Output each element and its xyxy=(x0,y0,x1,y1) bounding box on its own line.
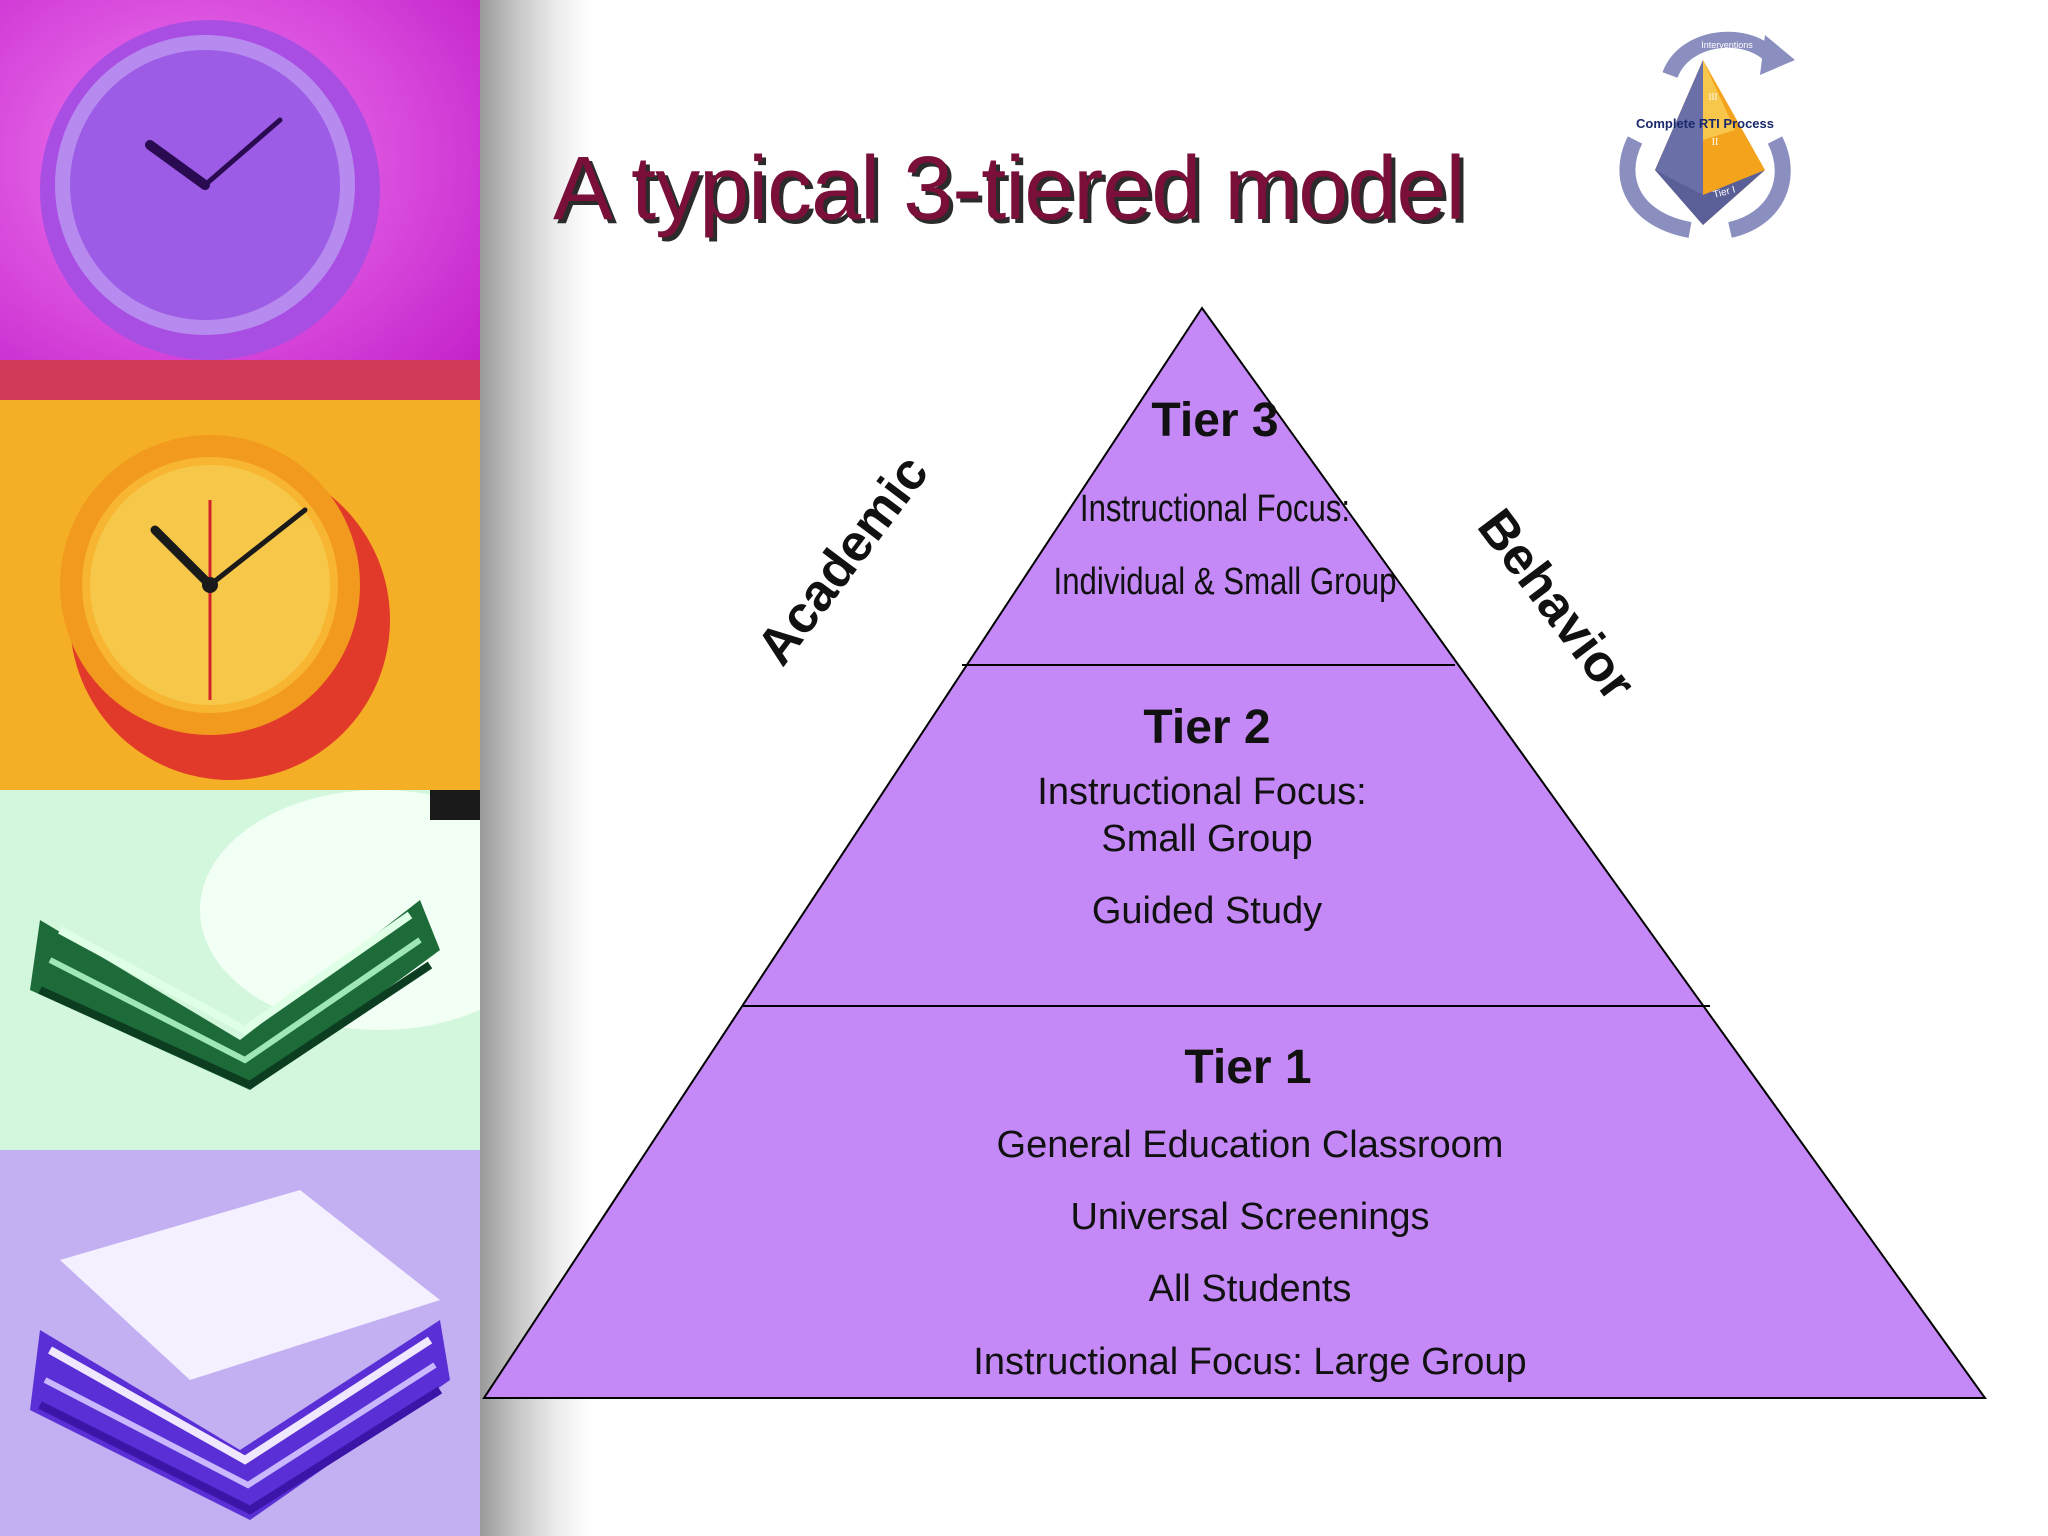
purple-clock-photo xyxy=(0,0,480,400)
tier2-title: Tier 2 xyxy=(1143,701,1271,754)
orange-clock-photo xyxy=(0,400,480,790)
green-books-photo xyxy=(0,790,480,1150)
svg-text:III: III xyxy=(1709,92,1718,102)
pyramid-shape xyxy=(482,306,1987,1399)
tier3-title: Tier 3 xyxy=(1151,394,1279,447)
tier2-line-3: Guided Study xyxy=(1091,890,1323,932)
slide-title: A typical 3-tiered model xyxy=(553,139,1465,239)
tier1-line-1: General Education Classroom xyxy=(996,1124,1504,1166)
tier2-line-1: Instructional Focus: xyxy=(1037,771,1367,813)
tier1-title: Tier 1 xyxy=(1184,1041,1312,1094)
violet-books-photo xyxy=(0,1150,480,1536)
tier3-line-2: Individual & Small Group xyxy=(1053,561,1397,603)
tier3-line-1: Instructional Focus: xyxy=(1079,488,1351,530)
tier1-line-2: Universal Screenings xyxy=(1070,1196,1430,1238)
tier1-line-3: All Students xyxy=(1148,1268,1352,1310)
logo-arrow-text: Interventions xyxy=(1701,40,1753,50)
logo-caption: Complete RTI Process xyxy=(1636,116,1774,131)
tier1-line-4: Instructional Focus: Large Group xyxy=(973,1341,1527,1383)
tier2-line-2: Small Group xyxy=(1101,818,1313,860)
sidebar-photos xyxy=(0,0,480,1536)
svg-text:II: II xyxy=(1712,137,1719,148)
rti-logo-icon: Interventions Complete RTI Process III I… xyxy=(1595,20,1810,245)
